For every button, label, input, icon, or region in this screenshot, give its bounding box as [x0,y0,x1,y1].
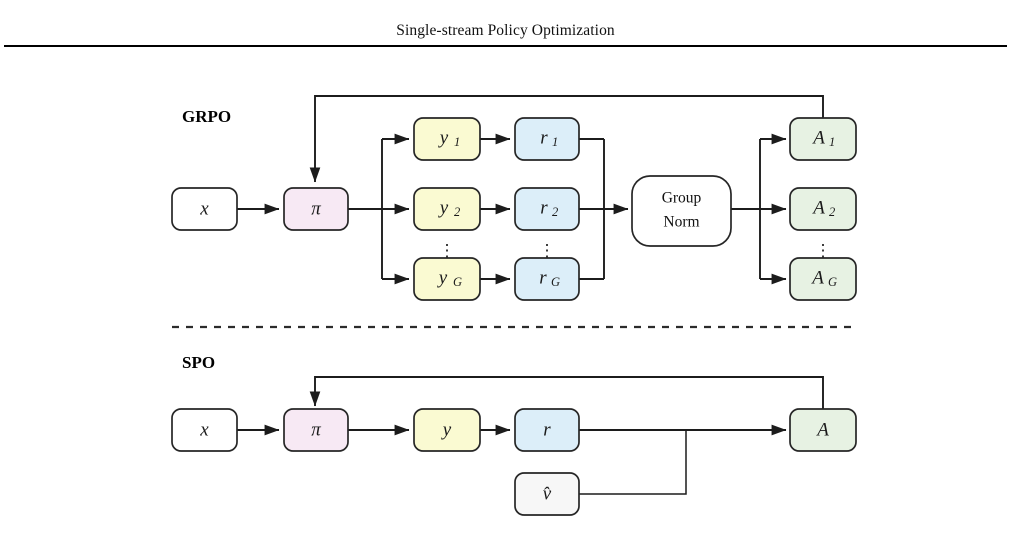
grpo-input-x[interactable]: x [171,187,238,231]
grpo-reward-rG-sub: G [551,275,560,289]
page-title: Single-stream Policy Optimization [396,22,615,39]
grpo-output-y1-base: y [438,127,449,148]
spo-input-x-label: x [199,419,209,440]
grpo-feedback-wire [309,95,824,183]
grpo-output-ellipsis: ⋮ [439,241,456,260]
grpo-advantage-A1-sub: 1 [829,135,835,149]
grpo-advantage-A2-sub: 2 [829,205,835,219]
grpo-output-y2[interactable]: y 2 [413,187,481,231]
grpo-advantage-AG-base: A [810,267,824,288]
grpo-input-x-label: x [199,198,209,219]
grpo-output-y2-base: y [438,197,449,218]
spo-reward-r[interactable]: r [514,408,580,452]
spo-policy-pi[interactable]: π [283,408,349,452]
grpo-group-norm[interactable]: Group Norm [631,175,732,247]
spo-output-y[interactable]: y [413,408,481,452]
grpo-reward-r1-sub: 1 [552,135,558,149]
grpo-output-y1-sub: 1 [454,135,460,149]
grpo-group-norm-line1: Group [662,190,702,207]
grpo-advantage-A1[interactable]: A 1 [789,117,857,161]
grpo-policy-pi-label: π [311,198,321,219]
grpo-output-y2-sub: 2 [454,205,460,219]
grpo-reward-rG[interactable]: r G [514,257,580,301]
grpo-group-norm-line2: Norm [663,214,699,231]
grpo-output-yG-sub: G [453,275,462,289]
grpo-reward-r2-base: r [540,197,548,218]
grpo-output-yG-base: y [437,267,448,288]
spo-value-vhat-label: v̂ [543,483,552,504]
grpo-advantage-ellipsis: ⋮ [815,241,832,260]
grpo-reward-r2-sub: 2 [552,205,558,219]
grpo-reward-r1[interactable]: r 1 [514,117,580,161]
grpo-output-yG[interactable]: y G [413,257,481,301]
grpo-reward-r2[interactable]: r 2 [514,187,580,231]
grpo-advantage-A2-base: A [811,197,825,218]
grpo-reward-rG-base: r [539,267,547,288]
spo-input-x[interactable]: x [171,408,238,452]
spo-advantage-A[interactable]: A [789,408,857,452]
grpo-advantage-A2[interactable]: A 2 [789,187,857,231]
section-label-grpo: GRPO [182,107,231,126]
spo-reward-r-label: r [543,419,551,440]
grpo-reward-r1-base: r [540,127,548,148]
spo-output-y-label: y [441,419,452,440]
grpo-advantage-AG[interactable]: A G [789,257,857,301]
spo-advantage-A-label: A [815,419,829,440]
spo-wire-vhat-to-junction [579,430,687,495]
spo-policy-pi-label: π [311,419,321,440]
grpo-advantage-AG-sub: G [828,275,837,289]
header-rule [4,45,1007,47]
grpo-output-y1[interactable]: y 1 [413,117,481,161]
section-label-spo: SPO [182,353,215,372]
spo-feedback-wire [309,376,824,412]
grpo-policy-pi[interactable]: π [283,187,349,231]
grpo-reward-ellipsis: ⋮ [539,241,556,260]
spo-value-vhat[interactable]: v̂ [514,472,580,516]
grpo-advantage-A1-base: A [811,127,825,148]
